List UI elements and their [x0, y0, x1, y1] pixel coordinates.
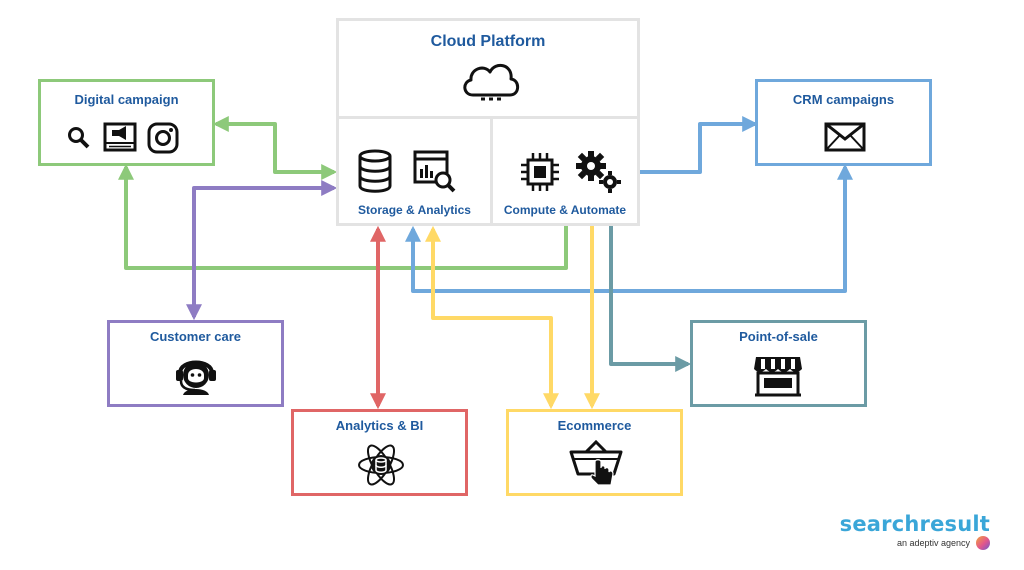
crm-campaigns-box: CRM campaigns: [755, 79, 932, 166]
connector-compute-crm: [640, 116, 759, 174]
brand-tagline: an adeptiv agency: [896, 538, 970, 548]
customer-care-label: Customer care: [149, 329, 242, 344]
atom-database-icon: [358, 444, 404, 486]
analytics-bi-box: Analytics & BI: [291, 409, 468, 496]
analytics-bi-label: Analytics & BI: [335, 418, 424, 433]
megaphone-ad-icon: [103, 122, 137, 152]
cpu-chip-icon: [521, 153, 559, 191]
instagram-icon: [147, 122, 179, 154]
connector-crm-storage: [405, 163, 853, 293]
headset-agent-icon: [176, 360, 216, 395]
gears-icon: [576, 151, 621, 193]
connector-compute-pos: [609, 226, 692, 372]
envelope-icon: [824, 122, 866, 152]
cloud-platform-title: Cloud Platform: [430, 33, 546, 50]
analytics-search-icon: [413, 150, 456, 193]
storage-analytics-label: Storage & Analytics: [358, 203, 471, 217]
cloud-divider-vertical: [490, 119, 493, 223]
compute-automate-label: Compute & Automate: [503, 203, 627, 217]
ecommerce-label: Ecommerce: [557, 418, 632, 433]
database-icon: [358, 149, 392, 193]
brand-logo: searchresult an adeptiv agency: [839, 512, 990, 550]
digital-campaign-box: Digital campaign: [38, 79, 215, 166]
point-of-sale-box: Point-of-sale: [690, 320, 867, 407]
crm-campaigns-label: CRM campaigns: [792, 92, 895, 107]
digital-campaign-label: Digital campaign: [74, 92, 179, 107]
connector-storage-ecommerce: [425, 225, 559, 410]
cloud-divider-horizontal: [339, 116, 637, 119]
connector-digital-storage: [212, 116, 338, 180]
cloud-platform-box: Cloud Platform Storage & Analytics: [336, 18, 640, 226]
customer-care-box: Customer care: [107, 320, 284, 407]
storefront-icon: [754, 357, 802, 397]
brand-name: searchresult: [839, 512, 990, 536]
connector-compute-digital: [118, 163, 568, 270]
point-of-sale-label: Point-of-sale: [739, 329, 818, 344]
connector-storage-customercare: [186, 180, 338, 321]
cloud-icon: [463, 63, 520, 101]
ecommerce-box: Ecommerce: [506, 409, 683, 496]
search-icon: [68, 127, 90, 149]
shopping-basket-icon: [569, 440, 623, 486]
brand-dot-icon: [976, 536, 990, 550]
